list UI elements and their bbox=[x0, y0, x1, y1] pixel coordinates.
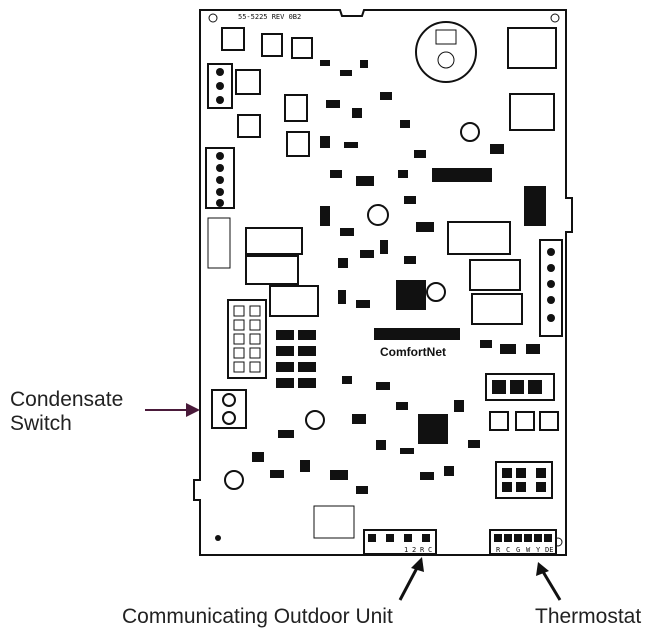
thermostat-arrow bbox=[536, 562, 562, 601]
relay bbox=[509, 93, 555, 131]
outdoor-terminal-label: C bbox=[428, 546, 432, 554]
outdoor-unit-arrow bbox=[398, 557, 424, 601]
buzzer-core bbox=[437, 51, 455, 69]
condensate-connector bbox=[211, 389, 247, 429]
relay bbox=[269, 285, 319, 317]
mount-hole bbox=[550, 13, 560, 23]
outdoor-unit-label: Communicating Outdoor Unit bbox=[122, 605, 393, 628]
regulator bbox=[291, 37, 313, 59]
push-button bbox=[515, 411, 535, 431]
relay bbox=[471, 293, 523, 325]
relay bbox=[469, 259, 521, 291]
capacitor bbox=[426, 282, 446, 302]
thermostat-terminal-label: C bbox=[506, 546, 510, 554]
outdoor-terminal-label: R bbox=[420, 546, 425, 554]
resistor-bank bbox=[276, 330, 316, 388]
microcontroller bbox=[396, 280, 426, 310]
condensate-label-line1: Condensate bbox=[10, 388, 124, 411]
outdoor-terminal-label: 2 bbox=[412, 546, 416, 554]
relay bbox=[447, 221, 511, 255]
regulator bbox=[284, 94, 308, 122]
capacitor bbox=[224, 470, 244, 490]
push-button bbox=[489, 411, 509, 431]
left-connector-pins bbox=[216, 68, 224, 104]
regulator bbox=[237, 114, 261, 138]
condensate-arrow bbox=[145, 403, 200, 417]
capacitor bbox=[305, 410, 325, 430]
left-header bbox=[207, 217, 231, 269]
push-button bbox=[539, 411, 559, 431]
thermostat-terminal-label: Y bbox=[536, 546, 541, 554]
regulator bbox=[235, 69, 261, 95]
microcontroller bbox=[418, 414, 448, 444]
smd-components bbox=[252, 60, 546, 494]
mount-hole bbox=[215, 535, 221, 541]
capacitor bbox=[460, 122, 480, 142]
part-number: 55-5225 REV 0B2 bbox=[238, 13, 301, 21]
regulator bbox=[221, 27, 245, 51]
regulator bbox=[261, 33, 283, 57]
relay bbox=[507, 27, 557, 69]
thermostat-label: Thermostat bbox=[535, 605, 642, 628]
thermostat-terminal-label: DE bbox=[545, 546, 553, 554]
mount-hole bbox=[208, 13, 218, 23]
buzzer-pad bbox=[435, 29, 457, 45]
thermostat-terminal-label: W bbox=[526, 546, 531, 554]
relay bbox=[245, 227, 303, 255]
thermostat-terminal-label: G bbox=[516, 546, 520, 554]
header-strip bbox=[374, 328, 460, 340]
buzzer bbox=[415, 21, 477, 83]
condensate-label-line2: Switch bbox=[10, 412, 72, 435]
relay bbox=[245, 255, 299, 285]
thermostat-terminal-label: R bbox=[496, 546, 501, 554]
lower-connector bbox=[313, 505, 355, 539]
regulator bbox=[286, 131, 310, 157]
outdoor-terminal-label: 1 bbox=[404, 546, 408, 554]
jumper-block bbox=[495, 461, 553, 499]
board-outline bbox=[193, 9, 573, 556]
comfortnet-logo: ComfortNet bbox=[380, 345, 446, 359]
capacitor bbox=[367, 204, 389, 226]
